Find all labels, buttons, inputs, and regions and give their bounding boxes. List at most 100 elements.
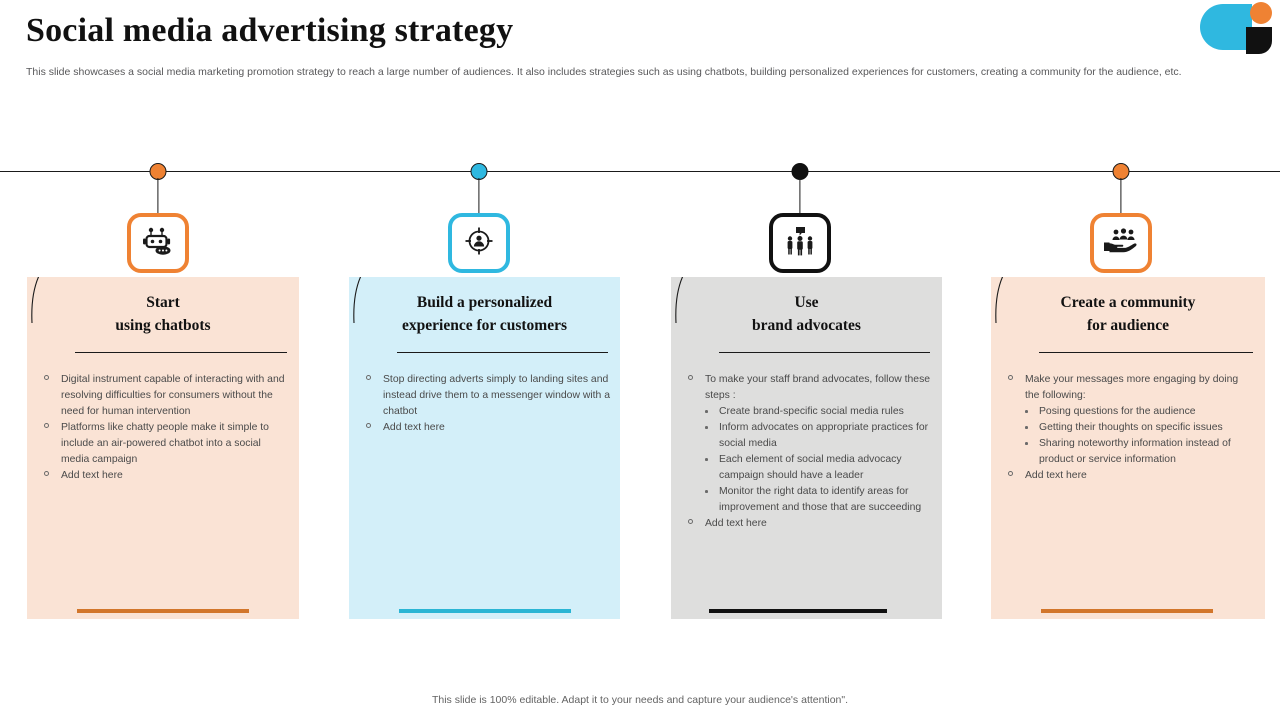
icon-box-personalized-experience[interactable] [448, 213, 510, 273]
bullet-item: Add text here [41, 468, 289, 484]
sub-bullet-text: Sharing noteworthy information instead o… [1039, 438, 1231, 465]
sub-bullet-marker-icon [1025, 426, 1028, 429]
sub-bullet-item: Getting their thoughts on specific issue… [1023, 420, 1255, 436]
logo-black-shape [1246, 27, 1272, 54]
bullet-text: Add text here [1025, 470, 1087, 481]
timeline-connector-community-audience [1120, 178, 1122, 213]
card-title-line1: Build a personalized [416, 294, 553, 311]
bullet-item: Make your messages more engaging by doin… [1005, 372, 1255, 404]
sub-bullet-list: Create brand-specific social media rules… [703, 404, 932, 516]
sub-bullet-item: Sharing noteworthy information instead o… [1023, 436, 1255, 468]
card-divider-community-audience [1039, 352, 1253, 353]
card-inner-brand-advocates: Use brand advocates To make your staff bra… [671, 277, 942, 619]
sub-bullet-text: Monitor the right data to identify areas… [719, 486, 922, 513]
bullet-text: Digital instrument capable of interactin… [61, 374, 285, 417]
sub-bullet-marker-icon [705, 458, 708, 461]
card-title-personalized-experience: Build a personalized experience for custo… [349, 291, 620, 337]
sub-bullet-marker-icon [705, 426, 708, 429]
sub-bullet-marker-icon [1025, 410, 1028, 413]
sub-bullet-item: Monitor the right data to identify areas… [703, 484, 932, 516]
bullet-text: Stop directing adverts simply to landing… [383, 374, 610, 417]
bullet-item: Digital instrument capable of interactin… [41, 372, 289, 420]
card-bullet-list-chatbots: Digital instrument capable of interactin… [41, 372, 289, 484]
sub-bullet-text: Each element of social media advocacy ca… [719, 454, 902, 481]
card-divider-chatbots [75, 352, 287, 353]
sub-bullet-text: Getting their thoughts on specific issue… [1039, 422, 1223, 433]
card-accent-bar-community-audience [1041, 608, 1213, 613]
card-title-line1: Use [794, 294, 819, 311]
card-inner-personalized-experience: Build a personalized experience for custo… [349, 277, 620, 619]
card-title-line2: experience for customers [402, 317, 567, 334]
hand-people-icon [1103, 227, 1139, 260]
bullet-text: Add text here [61, 470, 123, 481]
card-accent-bar-brand-advocates [709, 608, 887, 613]
card-divider-brand-advocates [719, 352, 930, 353]
bullet-text: To make your staff brand advocates, foll… [705, 374, 931, 401]
sub-bullet-text: Inform advocates on appropriate practice… [719, 422, 929, 449]
card-title-line2: brand advocates [752, 317, 861, 334]
strategy-card-personalized-experience[interactable]: Build a personalized experience for custo… [349, 277, 620, 619]
card-bullet-list-brand-advocates: To make your staff brand advocates, foll… [685, 372, 932, 532]
bullet-item: To make your staff brand advocates, foll… [685, 372, 932, 404]
bullet-marker-icon [688, 519, 693, 524]
logo-cyan-shape [1200, 4, 1252, 50]
sub-bullet-marker-icon [705, 490, 708, 493]
footer-note: This slide is 100% editable. Adapt it to… [431, 694, 849, 706]
card-divider-personalized-experience [397, 352, 608, 353]
page-title: Social media advertising strategy [26, 12, 514, 49]
timeline-connector-chatbots [157, 178, 159, 213]
bullet-item: Stop directing adverts simply to landing… [363, 372, 610, 420]
icon-box-chatbots[interactable] [127, 213, 189, 273]
bullet-marker-icon [44, 423, 49, 428]
strategy-card-brand-advocates[interactable]: Use brand advocates To make your staff bra… [671, 277, 942, 619]
icon-box-brand-advocates[interactable] [769, 213, 831, 273]
bullet-marker-icon [1008, 375, 1013, 380]
page-subtitle: This slide showcases a social media mark… [26, 66, 1182, 78]
bullet-item: Add text here [363, 420, 610, 436]
card-accent-bar-personalized-experience [399, 608, 571, 613]
card-title-line1: Create a community [1060, 294, 1196, 311]
sub-bullet-item: Posing questions for the audience [1023, 404, 1255, 420]
bullet-item: Add text here [685, 516, 932, 532]
sub-bullet-marker-icon [705, 410, 708, 413]
timeline-connector-personalized-experience [478, 178, 480, 213]
card-title-brand-advocates: Use brand advocates [671, 291, 942, 337]
sub-bullet-item: Create brand-specific social media rules [703, 404, 932, 420]
bullet-marker-icon [44, 375, 49, 380]
logo-orange-dot [1250, 2, 1272, 24]
bullet-marker-icon [44, 471, 49, 476]
bullet-marker-icon [366, 375, 371, 380]
card-bullet-list-personalized-experience: Stop directing adverts simply to landing… [363, 372, 610, 436]
sub-bullet-marker-icon [1025, 442, 1028, 445]
sub-bullet-item: Each element of social media advocacy ca… [703, 452, 932, 484]
card-title-line2: using chatbots [115, 317, 211, 334]
bullet-marker-icon [1008, 471, 1013, 476]
bullet-text: Platforms like chatty people make it sim… [61, 422, 269, 465]
sub-bullet-item: Inform advocates on appropriate practice… [703, 420, 932, 452]
sub-bullet-text: Posing questions for the audience [1039, 406, 1196, 417]
bullet-text: Add text here [383, 422, 445, 433]
bullet-text: Make your messages more engaging by doin… [1025, 374, 1239, 401]
card-accent-bar-chatbots [77, 608, 249, 613]
bullet-text: Add text here [705, 518, 767, 529]
target-person-icon [463, 225, 495, 262]
icon-box-community-audience[interactable] [1090, 213, 1152, 273]
card-title-line1: Start [146, 294, 180, 311]
timeline-axis [0, 171, 1280, 173]
sub-bullet-text: Create brand-specific social media rules [719, 406, 904, 417]
timeline-connector-brand-advocates [799, 178, 801, 213]
card-title-chatbots: Start using chatbots [27, 291, 299, 337]
bullet-marker-icon [688, 375, 693, 380]
bullet-marker-icon [366, 423, 371, 428]
bullet-item: Add text here [1005, 468, 1255, 484]
brand-logo [1198, 0, 1280, 58]
robot-icon [141, 226, 175, 261]
card-bullet-list-community-audience: Make your messages more engaging by doin… [1005, 372, 1255, 484]
